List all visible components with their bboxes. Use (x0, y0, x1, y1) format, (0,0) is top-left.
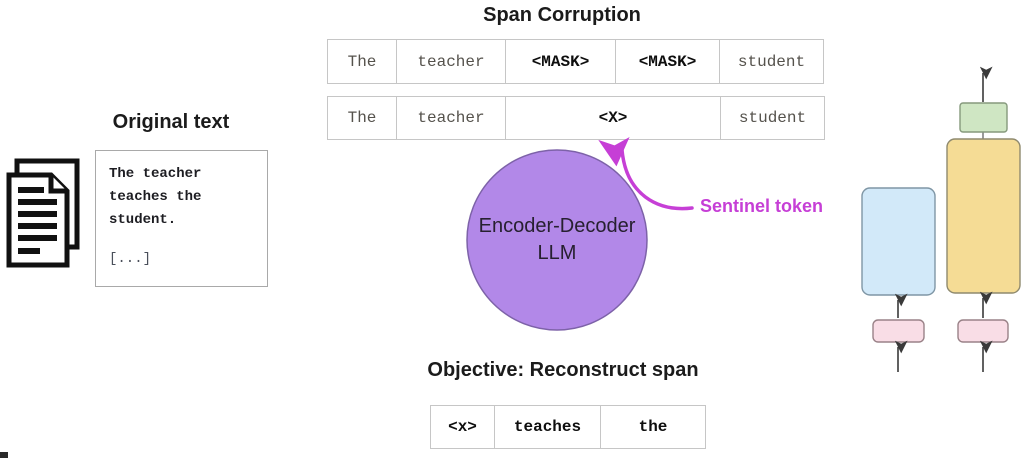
token-teaches: teaches (494, 405, 601, 449)
decoder-block (946, 138, 1021, 294)
token-teacher: teacher (396, 96, 506, 140)
edge-artifact (0, 452, 8, 458)
document-pages-icon (6, 158, 80, 268)
original-line-1: The teacher (109, 166, 202, 182)
diagram-title: Span Corruption (483, 4, 641, 26)
token-sentinel-x: <X> (505, 96, 721, 140)
sentinel-token-row: The teacher <X> student (327, 96, 825, 140)
page-text-lines (18, 187, 57, 254)
encoder-embedding-block (872, 319, 925, 343)
original-line-3: student. (109, 212, 177, 228)
encoder-block (861, 187, 936, 296)
token-x: <x> (430, 405, 495, 449)
token-student: student (720, 96, 825, 140)
model-circle (466, 149, 648, 331)
page-fold (48, 175, 67, 194)
original-text-box: The teacher teaches the student. [...] (95, 150, 268, 287)
original-text-heading: Original text (112, 111, 230, 133)
masked-token-row: The teacher <MASK> <MASK> student (327, 39, 824, 84)
sentinel-arrow-path (598, 137, 694, 211)
front-page (6, 172, 70, 268)
model-circle-shape (466, 149, 648, 331)
sentinel-arrow (598, 137, 694, 211)
decoder-embedding-block (957, 319, 1009, 343)
token-the: The (327, 39, 397, 84)
token-mask-1: <MASK> (505, 39, 616, 84)
lm-head-block (959, 102, 1008, 133)
architecture-sketch (861, 66, 1021, 372)
original-ellipsis: [...] (109, 251, 152, 267)
original-line-2: teaches the (109, 189, 202, 205)
token-the: The (327, 96, 397, 140)
objective-heading: Objective: Reconstruct span (427, 359, 699, 381)
token-teacher: teacher (396, 39, 506, 84)
token-the: the (600, 405, 706, 449)
token-mask-2: <MASK> (615, 39, 720, 84)
sentinel-token-label: Sentinel token (700, 196, 824, 216)
objective-token-row: <x> teaches the (430, 405, 706, 449)
token-student: student (719, 39, 824, 84)
